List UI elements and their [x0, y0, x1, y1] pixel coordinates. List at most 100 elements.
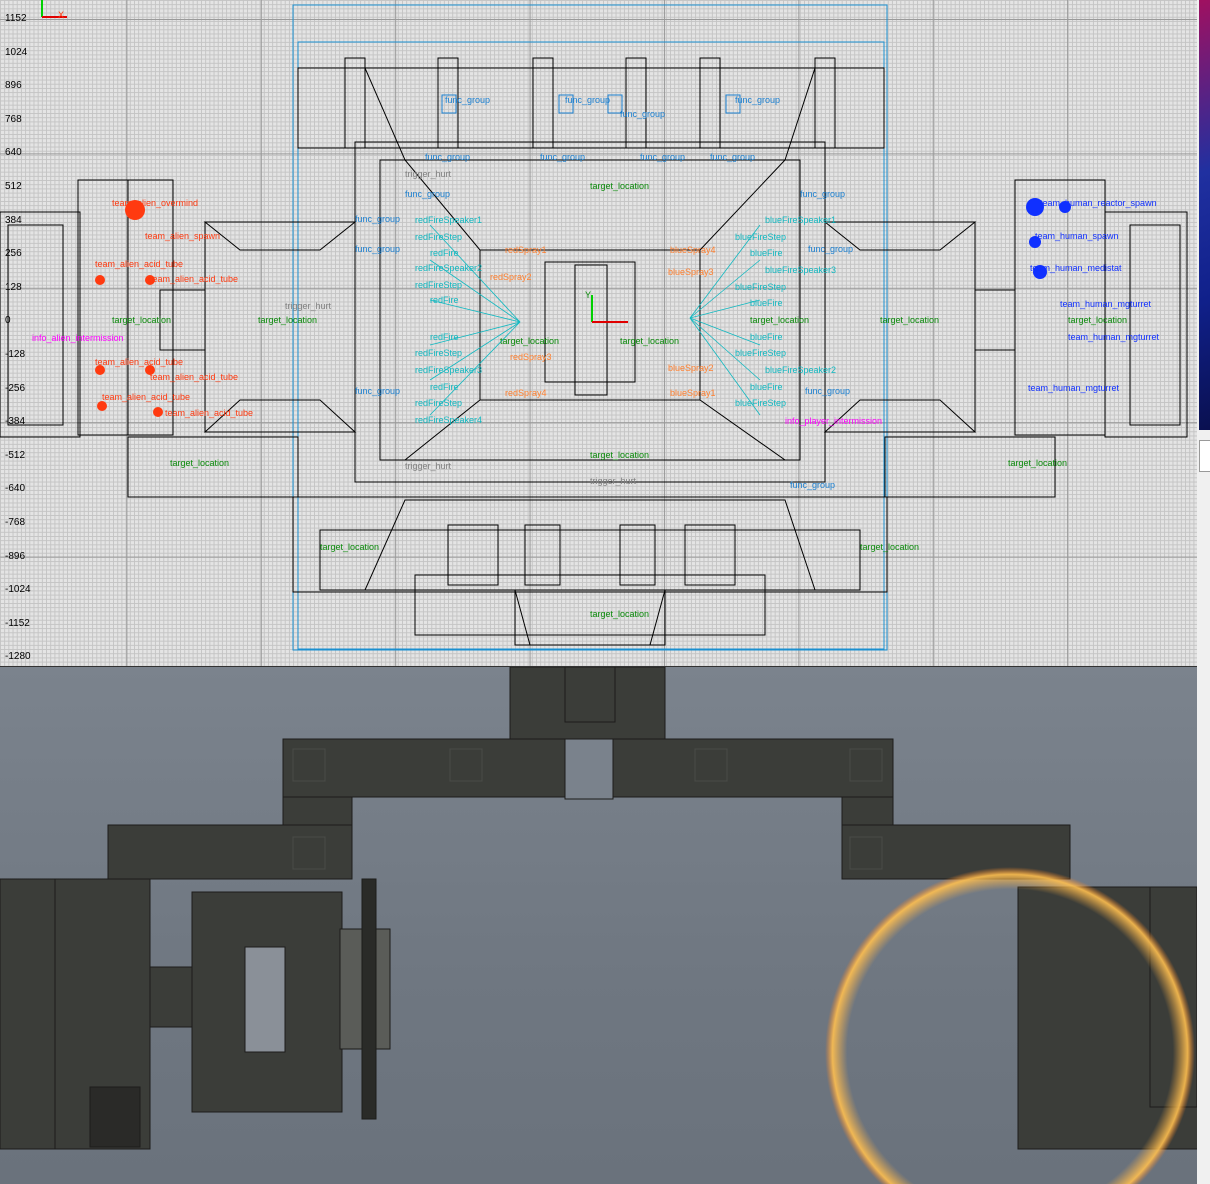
target-location-label[interactable]: target_location: [170, 458, 230, 468]
blue-spray-label[interactable]: blueSpray2: [668, 363, 714, 373]
func-group-label[interactable]: func_group: [640, 152, 686, 162]
func-group-label[interactable]: func_group: [355, 386, 401, 396]
trigger-hurt-label[interactable]: trigger_hurt: [405, 461, 452, 471]
alien-entity-label[interactable]: team_alien_acid_tube: [95, 259, 184, 269]
axis-label: 512: [5, 181, 22, 192]
blue-fx-label[interactable]: blueFireStep: [735, 232, 787, 242]
trigger-hurt-label[interactable]: trigger_hurt: [285, 301, 332, 311]
blue-fx-label[interactable]: blueFire: [750, 248, 783, 258]
player-intermission-label[interactable]: info_player_intermission: [785, 416, 883, 426]
blue-spray-label[interactable]: blueSpray4: [670, 245, 716, 255]
red-fx-label[interactable]: redFireSpeaker1: [415, 215, 483, 225]
camera-3d-view[interactable]: [0, 667, 1197, 1184]
human-entity-label[interactable]: team_human_medistat: [1030, 263, 1122, 273]
alien-entity-label[interactable]: team_alien_acid_tube: [102, 392, 191, 402]
func-group-label[interactable]: func_group: [800, 189, 846, 199]
human-entity-label[interactable]: team_human_mgturret: [1060, 299, 1152, 309]
red-spray-label[interactable]: redSpray3: [510, 352, 552, 362]
func-group-label[interactable]: func_group: [540, 152, 586, 162]
red-fx-label[interactable]: redFireSpeaker2: [415, 263, 483, 273]
alien-entity-label[interactable]: team_alien_acid_tube: [150, 274, 239, 284]
blue-fx-label[interactable]: blueFireSpeaker2: [765, 365, 837, 375]
red-fx-label[interactable]: redFireSpeaker3: [415, 365, 483, 375]
alien-intermission-label[interactable]: info_alien_intermission: [32, 333, 124, 343]
blue-fx-label[interactable]: blueFire: [750, 382, 783, 392]
func-group-label[interactable]: func_group: [355, 214, 401, 224]
axis-label: -1280: [5, 651, 31, 663]
alien-entity-label[interactable]: team_alien_acid_tube: [150, 372, 239, 382]
func-group-label[interactable]: func_group: [565, 95, 611, 105]
target-location-label[interactable]: target_location: [1068, 315, 1128, 325]
red-fx-label[interactable]: redFireSpeaker4: [415, 415, 483, 425]
target-location-label[interactable]: target_location: [500, 336, 560, 346]
target-location-label[interactable]: target_location: [590, 609, 650, 619]
red-fx-label[interactable]: redFireStep: [415, 280, 463, 290]
red-fx-label[interactable]: redFire: [430, 382, 459, 392]
brush-layer: [0, 0, 1188, 651]
blue-fx-label[interactable]: blueFire: [750, 298, 783, 308]
blue-fx-label[interactable]: blueFireSpeaker1: [765, 215, 837, 225]
blue-fx-label[interactable]: blueFireStep: [735, 282, 787, 292]
axis-label: 384: [5, 214, 22, 226]
human-entity-label[interactable]: team_human_mgturret: [1028, 383, 1120, 393]
alien-entity-label[interactable]: team_alien_acid_tube: [165, 408, 254, 418]
red-spray-label[interactable]: redSpray2: [490, 272, 532, 282]
axis-label: -256: [5, 382, 26, 394]
blue-spray-label[interactable]: blueSpray3: [668, 267, 714, 277]
func-group-label[interactable]: func_group: [790, 480, 836, 490]
human-entity-label[interactable]: team_human_mgturret: [1068, 332, 1160, 342]
axis-label: 1024: [5, 46, 28, 58]
target-location-label[interactable]: target_location: [860, 542, 920, 552]
red-fx-label[interactable]: redFireStep: [415, 348, 463, 358]
trigger-hurt-label[interactable]: trigger_hurt: [405, 169, 452, 179]
axis-label: -1024: [5, 584, 31, 596]
human-entity-label[interactable]: team_human_spawn: [1035, 231, 1119, 241]
func-group-label[interactable]: func_group: [355, 244, 401, 254]
blue-fx-label[interactable]: blueFire: [750, 332, 783, 342]
axis-label: 896: [5, 80, 22, 92]
alien-entity-label[interactable]: team_alien_spawn: [145, 231, 221, 241]
blue-fx-label[interactable]: blueFireSpeaker3: [765, 265, 837, 275]
target-location-label[interactable]: target_location: [258, 315, 318, 325]
blue-spray-label[interactable]: blueSpray1: [670, 388, 716, 398]
axis-label: -1152: [5, 617, 30, 629]
target-location-label[interactable]: target_location: [590, 181, 650, 191]
human-entity-label[interactable]: team_human_reactor_spawn: [1040, 198, 1157, 208]
func-group-label[interactable]: func_group: [805, 386, 851, 396]
func-group-label[interactable]: func_group: [710, 152, 756, 162]
func-group-label[interactable]: func_group: [425, 152, 471, 162]
axis-x-label[interactable]: X: [58, 10, 65, 20]
func-group-label[interactable]: func_group: [445, 95, 491, 105]
blue-fx-label[interactable]: blueFireStep: [735, 348, 787, 358]
target-location-label[interactable]: target_location: [750, 315, 810, 325]
alien-entity-label[interactable]: team_alien_overmind: [112, 198, 199, 208]
red-fx-label[interactable]: redFire: [430, 332, 459, 342]
axis-label: -512: [5, 449, 26, 461]
target-location-label[interactable]: target_location: [112, 315, 172, 325]
func-group-label[interactable]: func_group: [405, 189, 451, 199]
trigger-hurt-label[interactable]: trigger_hurt: [590, 476, 637, 486]
red-fx-label[interactable]: redFireStep: [415, 398, 463, 408]
target-location-label[interactable]: target_location: [320, 542, 380, 552]
func-group-label[interactable]: func_group: [620, 109, 666, 119]
target-location-label[interactable]: target_location: [1008, 458, 1068, 468]
axis-label: -640: [5, 483, 26, 495]
red-fx-label[interactable]: redFireStep: [415, 232, 463, 242]
axis-label: -896: [5, 550, 26, 562]
red-spray-label[interactable]: redSpray4: [505, 388, 547, 398]
target-location-label[interactable]: target_location: [620, 336, 680, 346]
red-fx-label[interactable]: redFire: [430, 295, 459, 305]
side-input[interactable]: [1199, 440, 1210, 472]
axis-y-label[interactable]: Y: [585, 290, 592, 300]
func-group-label[interactable]: func_group: [735, 95, 781, 105]
axis-label: -384: [5, 416, 26, 428]
origin-axes: [41, 0, 628, 323]
target-location-label[interactable]: target_location: [880, 315, 940, 325]
blue-fx-label[interactable]: blueFireStep: [735, 398, 787, 408]
target-location-label[interactable]: target_location: [590, 450, 650, 460]
alien-entity-label[interactable]: team_alien_acid_tube: [95, 357, 184, 367]
func-group-label[interactable]: func_group: [808, 244, 854, 254]
red-spray-label[interactable]: redSpray1: [505, 245, 547, 255]
red-fx-label[interactable]: redFire: [430, 248, 459, 258]
